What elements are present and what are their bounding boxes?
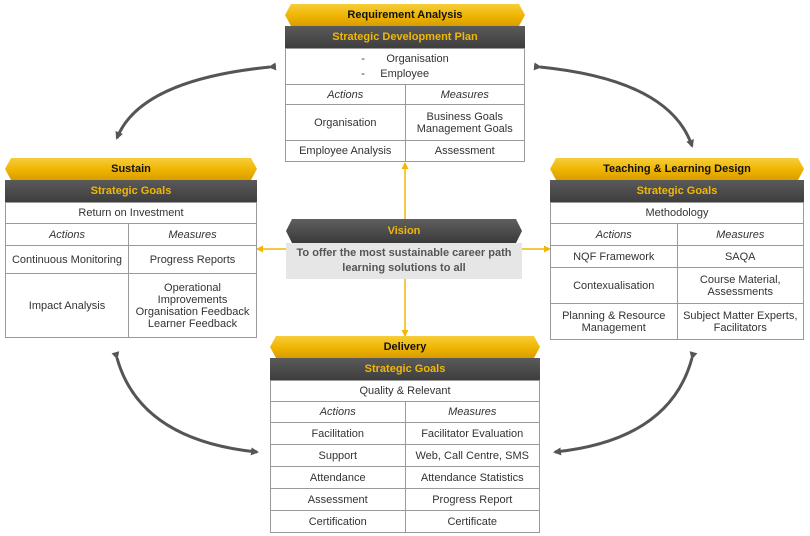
measures-header: Measures — [404, 401, 540, 423]
measure-cell: Attendance Statistics — [404, 466, 540, 489]
actions-header: Actions — [270, 401, 406, 423]
measure-cell: Facilitator Evaluation — [404, 422, 540, 445]
delivery-card: Delivery Strategic Goals Quality & Relev… — [270, 336, 540, 533]
teaching-design-card: Teaching & Learning Design Strategic Goa… — [550, 158, 804, 340]
sustain-table: Return on Investment Actions Measures Co… — [5, 202, 258, 338]
delivery-goal: Quality & Relevant — [270, 380, 540, 402]
measure-cell: Certificate — [404, 510, 540, 533]
cycle-arrow-top-right — [533, 62, 694, 148]
action-cell: Assessment — [270, 488, 406, 511]
actions-header: Actions — [550, 223, 678, 246]
actions-header: Actions — [5, 223, 129, 246]
requirement-analysis-title: Requirement Analysis — [285, 4, 525, 26]
measure-cell: SAQA — [676, 245, 804, 268]
measure-cell: Course Material,Assessments — [676, 267, 804, 304]
action-cell: Impact Analysis — [5, 273, 129, 338]
cycle-arrow-bottom-right — [553, 351, 698, 456]
action-cell: Contexualisation — [550, 267, 678, 304]
action-cell: NQF Framework — [550, 245, 678, 268]
measure-cell: Subject Matter Experts,Facilitators — [676, 303, 804, 340]
measure-cell: Assessment — [404, 140, 525, 162]
requirement-analysis-subtitle: Strategic Development Plan — [285, 26, 525, 48]
vision-title: Vision — [286, 219, 522, 243]
action-cell: Employee Analysis — [285, 140, 406, 162]
sustain-title: Sustain — [5, 158, 257, 180]
measures-header: Measures — [676, 223, 804, 246]
vision-statement: To offer the most sustainable career pat… — [286, 243, 522, 279]
sustain-card: Sustain Strategic Goals Return on Invest… — [5, 158, 258, 338]
action-cell: Continuous Monitoring — [5, 245, 129, 274]
measures-header: Measures — [404, 84, 525, 105]
cycle-arrow-top-left — [115, 62, 277, 140]
requirement-analysis-card: Requirement Analysis Strategic Developme… — [285, 4, 525, 162]
cycle-arrow-bottom-left — [111, 351, 259, 456]
sustain-subtitle: Strategic Goals — [5, 180, 257, 202]
measure-cell: Progress Reports — [127, 245, 258, 274]
requirement-bullets: - Organisation - Employee — [285, 48, 525, 85]
teaching-design-title: Teaching & Learning Design — [550, 158, 804, 180]
bullet-item: - Employee — [361, 67, 430, 80]
requirement-analysis-table: - Organisation - Employee Actions Measur… — [285, 48, 525, 162]
measure-cell: Progress Report — [404, 488, 540, 511]
action-cell: Organisation — [285, 104, 406, 141]
action-cell: Attendance — [270, 466, 406, 489]
teaching-goal: Methodology — [550, 202, 804, 224]
delivery-subtitle: Strategic Goals — [270, 358, 540, 380]
delivery-table: Quality & Relevant Actions Measures Faci… — [270, 380, 540, 533]
vision-box: Vision To offer the most sustainable car… — [286, 219, 522, 279]
action-cell: Facilitation — [270, 422, 406, 445]
teaching-design-subtitle: Strategic Goals — [550, 180, 804, 202]
action-cell: Support — [270, 444, 406, 467]
sustain-goal: Return on Investment — [5, 202, 257, 224]
actions-header: Actions — [285, 84, 406, 105]
teaching-design-table: Methodology Actions Measures NQF Framewo… — [550, 202, 804, 340]
action-cell: Certification — [270, 510, 406, 533]
measure-cell: Web, Call Centre, SMS — [404, 444, 540, 467]
measures-header: Measures — [127, 223, 258, 246]
bullet-item: - Organisation — [361, 52, 449, 65]
delivery-title: Delivery — [270, 336, 540, 358]
